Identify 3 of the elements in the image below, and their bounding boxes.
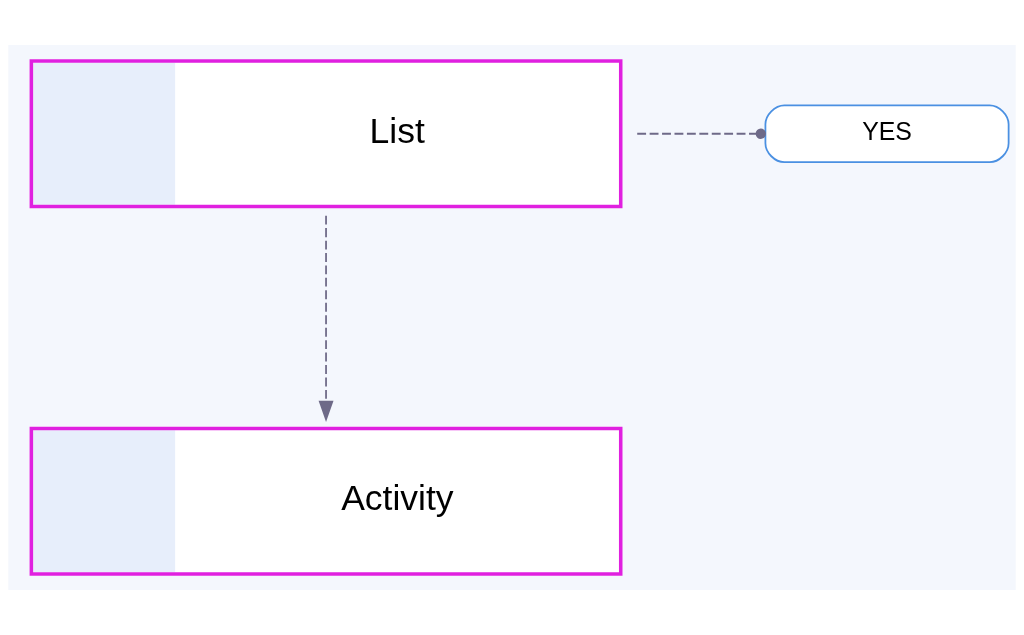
connector — [636, 128, 766, 139]
arrow — [318, 214, 334, 423]
node-box: YES — [764, 104, 1010, 164]
